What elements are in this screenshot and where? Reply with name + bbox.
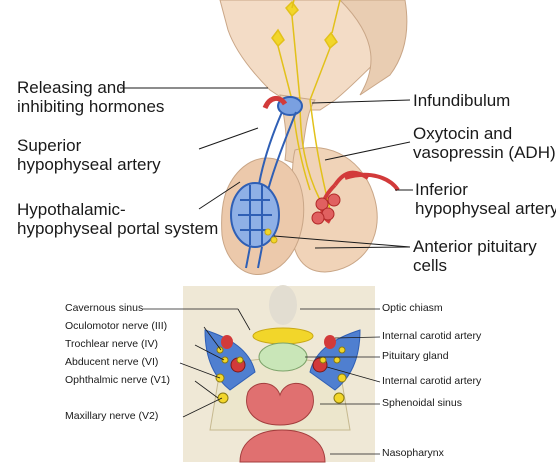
label-line: Releasing and xyxy=(17,78,164,97)
label-releasing-hormones: Releasing and inhibiting hormones xyxy=(17,78,164,116)
label-line: cells xyxy=(413,256,537,275)
label-maxillary: Maxillary nerve (V2) xyxy=(65,411,158,423)
label-line: vasopressin (ADH) xyxy=(413,143,556,162)
label-oxytocin: Oxytocin and vasopressin (ADH) xyxy=(413,124,556,162)
label-nasopharynx: Nasopharynx xyxy=(382,448,444,460)
label-line: Oxytocin and xyxy=(413,124,556,143)
label-line: hypophyseal artery xyxy=(415,199,556,218)
label-inferior-artery: Inferior hypophyseal artery xyxy=(415,180,556,218)
label-portal-system: Hypothalamic- hypophyseal portal system xyxy=(17,200,218,238)
label-optic-chiasm: Optic chiasm xyxy=(382,303,443,315)
label-line: Anterior pituitary xyxy=(413,237,537,256)
label-internal-carotid-1: Internal carotid artery xyxy=(382,331,481,343)
label-anterior-cells: Anterior pituitary cells xyxy=(413,237,537,275)
label-infundibulum: Infundibulum xyxy=(413,91,510,110)
label-oculomotor: Oculomotor nerve (III) xyxy=(65,321,167,333)
label-abducent: Abducent nerve (VI) xyxy=(65,357,158,369)
carotid-right-upper xyxy=(324,335,336,349)
optic-chiasm xyxy=(253,328,313,344)
label-cavernous-sinus: Cavernous sinus xyxy=(65,303,143,315)
label-ophthalmic: Ophthalmic nerve (V1) xyxy=(65,375,170,387)
carotid-left-upper xyxy=(221,335,233,349)
label-line: Hypothalamic- xyxy=(17,200,218,219)
label-pituitary-gland: Pituitary gland xyxy=(382,351,449,363)
label-line: hypophyseal artery xyxy=(17,155,161,174)
label-line: hypophyseal portal system xyxy=(17,219,218,238)
label-superior-artery: Superior hypophyseal artery xyxy=(17,136,161,174)
label-line: inhibiting hormones xyxy=(17,97,164,116)
label-trochlear: Trochlear nerve (IV) xyxy=(65,339,158,351)
pituitary-gland xyxy=(259,343,307,371)
posterior-lobe xyxy=(292,147,377,272)
brain-midline xyxy=(269,285,297,325)
label-line: Superior xyxy=(17,136,161,155)
label-internal-carotid-2: Internal carotid artery xyxy=(382,376,481,388)
label-line: Inferior xyxy=(415,180,556,199)
label-sphenoidal-sinus: Sphenoidal sinus xyxy=(382,398,462,410)
